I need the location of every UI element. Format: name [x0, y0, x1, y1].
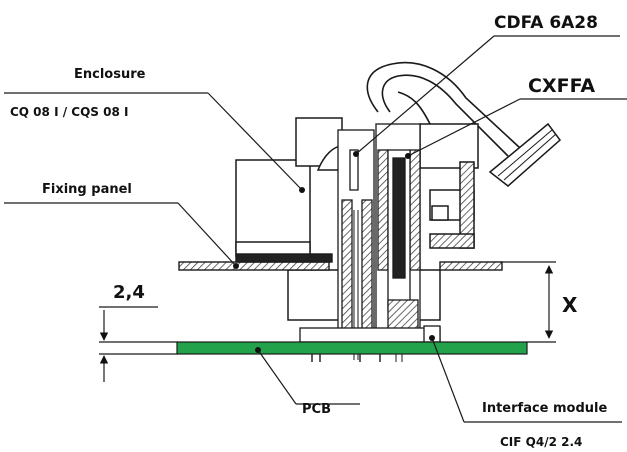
label-cxffa: CXFFA: [528, 75, 595, 97]
fixing-panel: [178, 253, 503, 271]
callout-dot-enclosure: [299, 187, 305, 193]
dimension-x: [500, 261, 556, 343]
callout-lines: [4, 35, 627, 423]
label-enclosure: Enclosure: [74, 67, 146, 82]
dimension-x-label: X: [562, 293, 578, 317]
release-lever: [488, 122, 562, 187]
callout-dot-pcb: [255, 347, 261, 353]
callout-dot-interface-module: [429, 335, 435, 341]
label-interface-type: CIF Q4/2 2.4: [500, 435, 582, 449]
label-pcb: PCB: [302, 402, 331, 417]
pcb-board: [176, 341, 528, 362]
cdfa-connector-section: [337, 129, 375, 360]
label-cdfa: CDFA 6A28: [494, 13, 598, 33]
callout-dot-fixing-panel: [233, 263, 239, 269]
callout-dot-cxffa: [405, 153, 411, 159]
enclosure-housing: [235, 117, 479, 321]
label-enclosure-types: CQ 08 I / CQS 08 I: [10, 105, 128, 119]
dimension-2-4: [99, 306, 178, 382]
label-fixing-panel: Fixing panel: [42, 182, 132, 197]
dimension-2-4-label: 2,4: [113, 282, 145, 303]
callout-dot-cdfa: [353, 151, 359, 157]
label-interface-module: Interface module: [482, 401, 608, 416]
cable-handle: [366, 61, 521, 157]
interface-module-body: [299, 325, 441, 343]
cxffa-connector-section: [375, 123, 421, 362]
